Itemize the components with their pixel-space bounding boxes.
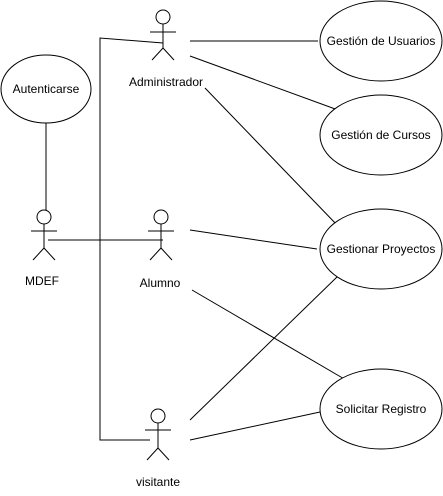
use-case-gestion-cursos-shape bbox=[319, 94, 443, 176]
actor-visitante-figure bbox=[145, 408, 171, 461]
actor-mdef-figure bbox=[31, 209, 57, 261]
use-case-solicitar-registro-shape bbox=[319, 368, 443, 450]
use-case-autenticarse-shape bbox=[0, 54, 92, 124]
actor-alumno-figure bbox=[148, 209, 174, 261]
use-case-autenticarse: Autenticarse bbox=[0, 54, 92, 124]
actor-mdef: MDEF bbox=[25, 209, 59, 288]
use-case-solicitar-registro-label: Solicitar Registro bbox=[336, 402, 427, 416]
actor-visitante: visitante bbox=[136, 408, 180, 489]
assoc-visitante-solicitar-registro bbox=[189, 411, 321, 441]
actor-bracket-line bbox=[99, 37, 164, 441]
actor-administrador: Administrador bbox=[129, 9, 203, 89]
assoc-alumno-gestionar-proyectos bbox=[189, 229, 318, 250]
use-case-gestion-cursos: Gestión de Cursos bbox=[319, 94, 443, 176]
use-case-autenticarse-label: Autenticarse bbox=[13, 82, 80, 96]
actor-visitante-label: visitante bbox=[136, 475, 180, 489]
actor-alumno: Alumno bbox=[140, 209, 181, 290]
assoc-admin-gestion-cursos bbox=[189, 55, 339, 111]
use-case-gestionar-proyectos-label: Gestionar Proyectos bbox=[327, 242, 436, 256]
use-case-gestionar-proyectos: Gestionar Proyectos bbox=[319, 208, 443, 290]
actor-mdef-label: MDEF bbox=[25, 274, 59, 288]
actor-administrador-label: Administrador bbox=[129, 75, 203, 89]
use-case-solicitar-registro: Solicitar Registro bbox=[319, 368, 443, 450]
use-case-gestion-usuarios: Gestión de Usuarios bbox=[319, 0, 443, 82]
assoc-visitante-gestionar-proyectos bbox=[189, 275, 339, 421]
use-case-gestion-usuarios-label: Gestión de Usuarios bbox=[327, 34, 436, 48]
use-case-gestion-cursos-label: Gestión de Cursos bbox=[331, 128, 430, 142]
assoc-alumno-solicitar-registro bbox=[191, 289, 347, 381]
assoc-admin-gestionar-proyectos bbox=[204, 87, 339, 227]
actor-administrador-figure bbox=[150, 9, 176, 61]
actor-alumno-label: Alumno bbox=[140, 276, 181, 290]
use-case-gestion-usuarios-shape bbox=[319, 0, 443, 82]
use-case-gestionar-proyectos-shape bbox=[319, 208, 443, 290]
